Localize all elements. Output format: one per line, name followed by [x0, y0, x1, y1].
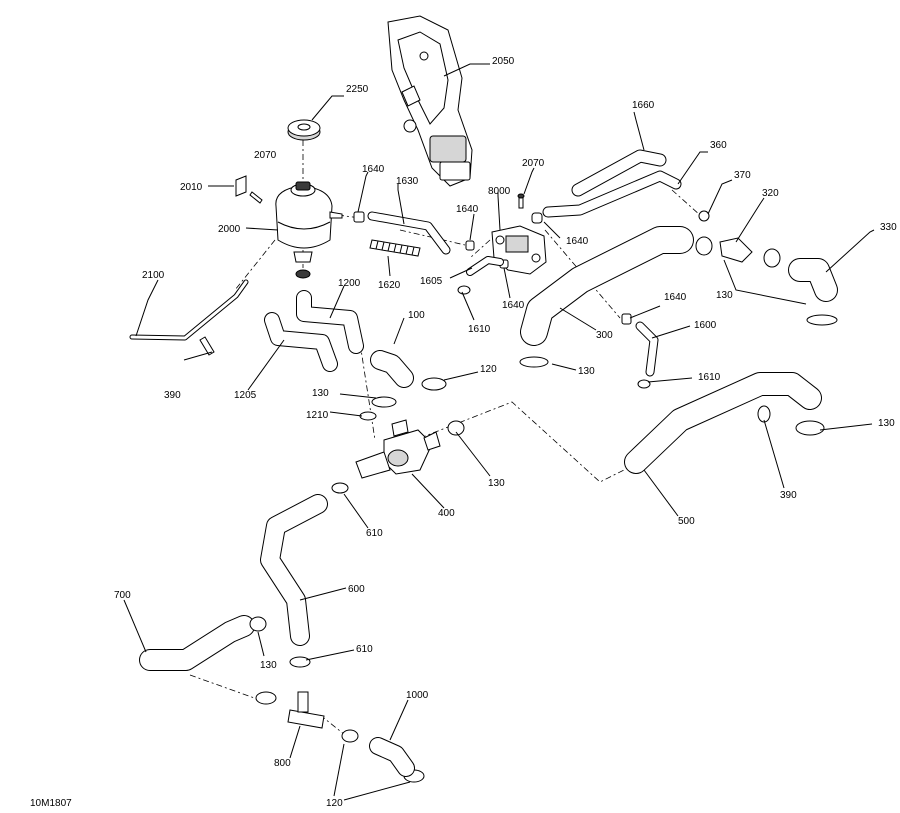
- label-800: 800: [274, 758, 291, 769]
- label-1000: 1000: [406, 690, 429, 701]
- label-390-a: 390: [164, 390, 181, 401]
- label-1640-e: 1640: [664, 292, 687, 303]
- hose-fitting-part-320: [719, 237, 753, 263]
- label-1640-d: 1640: [502, 300, 525, 311]
- label-1205: 1205: [234, 390, 257, 401]
- clamp-part-1640c: [531, 212, 543, 224]
- clamp-part-130g: [249, 616, 277, 705]
- clamp-part-1640b: [465, 240, 475, 251]
- label-130-d: 130: [878, 418, 895, 429]
- label-1600: 1600: [694, 320, 717, 331]
- label-1610-a: 1610: [468, 324, 491, 335]
- hose-part-600: [260, 494, 328, 646]
- label-2250: 2250: [346, 84, 369, 95]
- hose-part-1000: [369, 737, 415, 777]
- leader-lines: [123, 63, 875, 801]
- assembly-centerlines: [189, 140, 701, 776]
- label-1660: 1660: [632, 100, 655, 111]
- screw-part-2070a: [249, 191, 263, 204]
- label-610-b: 610: [356, 644, 373, 655]
- hose-part-1600: [635, 321, 659, 377]
- hose-part-1660: [542, 149, 682, 218]
- label-390-b: 390: [780, 490, 797, 501]
- clamp-part-130d: [371, 396, 397, 408]
- label-1630: 1630: [396, 176, 419, 187]
- label-1640-b: 1640: [456, 204, 479, 215]
- label-2070-a: 2070: [254, 150, 277, 161]
- label-2000: 2000: [218, 224, 241, 235]
- label-1605: 1605: [420, 276, 443, 287]
- corrugated-sleeve-part-1620: [369, 239, 421, 257]
- label-130-a: 130: [578, 366, 595, 377]
- callout-labels: 2050 2250 1660 360 2070 2070 1640 1630 8…: [114, 56, 897, 809]
- label-700: 700: [114, 590, 131, 601]
- clamp-part-1640a: [353, 211, 365, 223]
- thermostat-housing-part-400: [355, 419, 441, 479]
- plug-part-390a: [199, 336, 215, 356]
- label-1640-c: 1640: [566, 236, 589, 247]
- label-2100: 2100: [142, 270, 165, 281]
- label-2050: 2050: [492, 56, 515, 67]
- hose-part-700: [139, 615, 255, 671]
- reservoir-part-2000: [275, 181, 343, 279]
- tee-fitting-part-800: [287, 691, 325, 729]
- label-1640-a: 1640: [362, 164, 385, 175]
- label-360: 360: [710, 140, 727, 151]
- clamp-part-610b: [289, 656, 311, 668]
- label-2010: 2010: [180, 182, 203, 193]
- clamp-part-1640e: [621, 313, 632, 325]
- label-610-a: 610: [366, 528, 383, 539]
- clamp-part-120a: [421, 377, 447, 391]
- label-320: 320: [762, 188, 779, 199]
- figure-reference-code: 10M1807: [30, 798, 72, 809]
- pipe-part-2100: [129, 279, 249, 341]
- clamp-part-610a: [331, 482, 349, 494]
- label-130-f: 130: [260, 660, 277, 671]
- label-1620: 1620: [378, 280, 401, 291]
- hose-part-500: [624, 372, 822, 474]
- label-1610-b: 1610: [698, 372, 721, 383]
- hose-part-1630: [367, 211, 451, 255]
- label-300: 300: [596, 330, 613, 341]
- label-330: 330: [880, 222, 897, 233]
- label-8000: 8000: [488, 186, 511, 197]
- label-2070-b: 2070: [522, 158, 545, 169]
- clamp-part-370: [698, 210, 710, 222]
- hose-part-1605: [466, 256, 504, 276]
- label-370: 370: [734, 170, 751, 181]
- label-130-c: 130: [312, 388, 329, 399]
- clamp-part-130c: [519, 356, 549, 368]
- clamp-part-130a: [695, 236, 781, 268]
- label-600: 600: [348, 584, 365, 595]
- label-1210: 1210: [306, 410, 329, 421]
- bracket-part-2050: [387, 15, 473, 187]
- hose-part-1200: [296, 290, 364, 354]
- cap-part-2250: [287, 119, 321, 141]
- clamp-part-130f: [795, 420, 825, 436]
- clamp-part-130e: [447, 420, 465, 436]
- label-400: 400: [438, 508, 455, 519]
- hose-part-1205: [264, 312, 338, 372]
- clamp-part-130b: [806, 314, 838, 326]
- label-500: 500: [678, 516, 695, 527]
- screw-part-2070b: [517, 193, 525, 209]
- label-120-b: 120: [326, 798, 343, 809]
- label-1200: 1200: [338, 278, 361, 289]
- elbow-part-100: [370, 350, 414, 388]
- hose-part-330: [788, 258, 838, 302]
- bracket-part-2010: [235, 175, 247, 197]
- label-130-e: 130: [488, 478, 505, 489]
- plug-part-390b: [757, 405, 771, 423]
- label-130-b: 130: [716, 290, 733, 301]
- hose-part-300: [520, 226, 694, 346]
- clamp-part-1210: [359, 411, 377, 421]
- clamp-part-1610b: [637, 379, 651, 389]
- label-120-a: 120: [480, 364, 497, 375]
- clamp-part-1610a: [457, 285, 471, 295]
- label-100: 100: [408, 310, 425, 321]
